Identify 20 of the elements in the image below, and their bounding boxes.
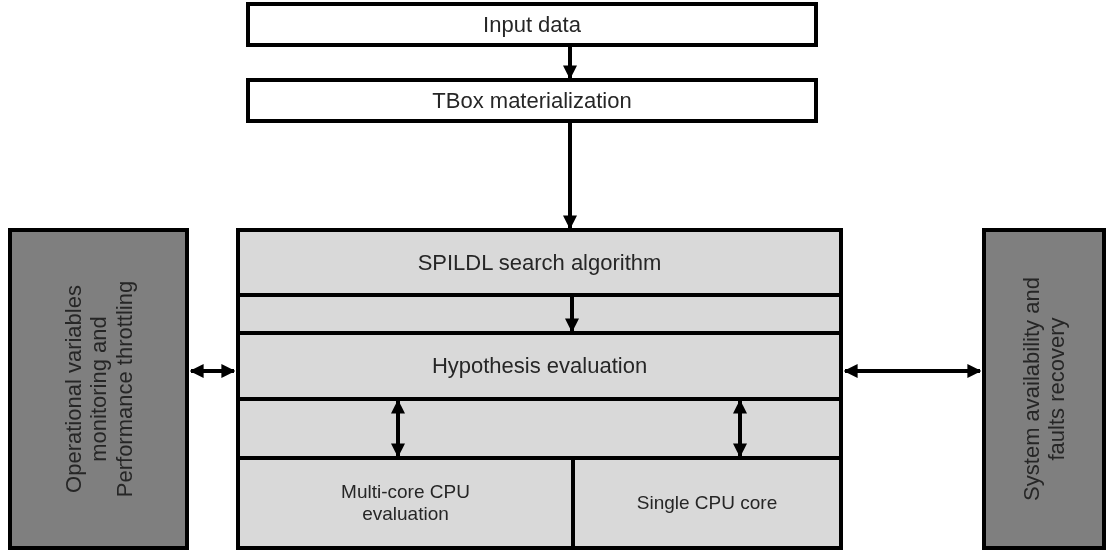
node-label: Operational variables monitoring and Performance throttling [60, 279, 137, 500]
arrow [843, 364, 982, 378]
side-panel [982, 228, 1106, 550]
side-panel [8, 228, 189, 550]
process-box [246, 78, 818, 123]
arrow [563, 123, 577, 230]
node-label: Input data [483, 11, 581, 38]
node-label: TBox materialization [432, 87, 632, 114]
container-box [236, 228, 843, 550]
arrow [563, 47, 577, 80]
arrow [189, 364, 236, 378]
arrow [391, 399, 405, 458]
node-label: System availability and faults recovery [1018, 276, 1070, 503]
node-label: Single CPU core [636, 492, 778, 514]
node-label: SPILDL search algorithm [417, 249, 662, 276]
arrow [565, 297, 579, 333]
process-box [246, 2, 818, 47]
node-label: Hypothesis evaluation [431, 353, 648, 379]
node-label: Multi-core CPU evaluation [340, 481, 471, 525]
arrow [733, 399, 747, 458]
